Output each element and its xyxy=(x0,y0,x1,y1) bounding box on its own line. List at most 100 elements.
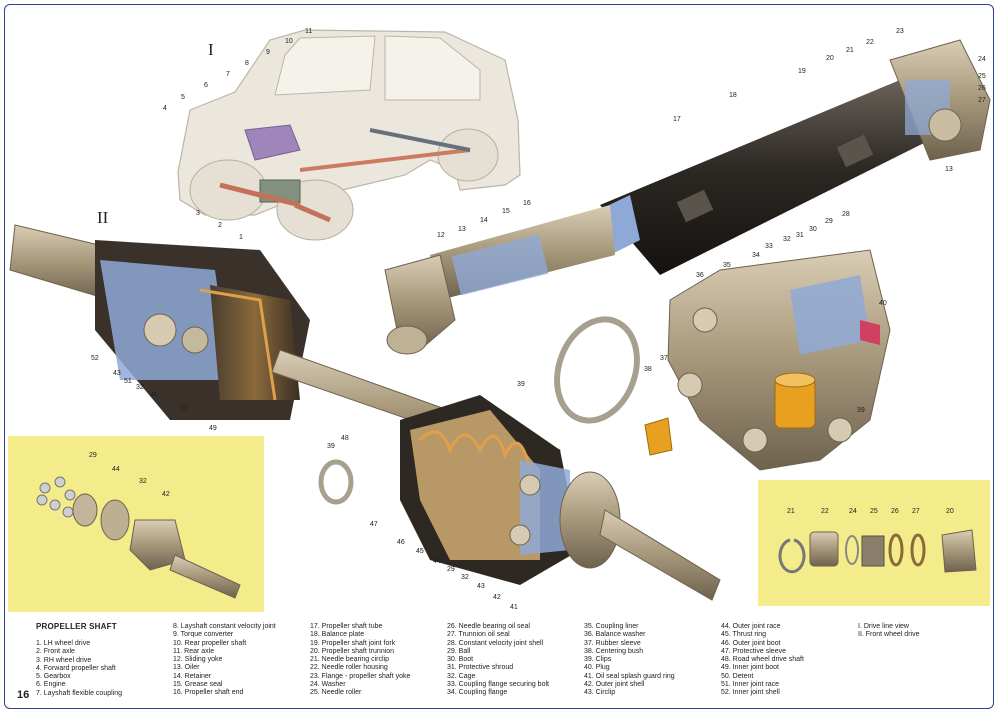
callout: 8 xyxy=(245,60,249,67)
legend-item: 50. Detent xyxy=(721,672,754,680)
legend-item: 4. Forward propeller shaft xyxy=(36,664,116,672)
callout: 39 xyxy=(327,443,335,450)
page-number: 16 xyxy=(17,689,30,701)
callout: 29 xyxy=(447,566,455,573)
legend-item: 9. Torque converter xyxy=(173,631,234,639)
callout: 19 xyxy=(798,68,806,75)
callout: 35 xyxy=(723,262,731,269)
callout: 29 xyxy=(825,218,833,225)
legend-column-6: 44. Outer joint race 45. Thrust ring 46.… xyxy=(721,623,804,698)
legend-item: 27. Trunnion oil seal xyxy=(447,631,510,639)
legend-item: 11. Rear axle xyxy=(173,647,215,655)
left-inset-parts xyxy=(36,476,241,599)
legend-item: 45. Thrust ring xyxy=(721,631,767,639)
legend-item: 5. Gearbox xyxy=(36,673,71,681)
callout: 20 xyxy=(826,55,834,62)
callout: 34 xyxy=(752,252,760,259)
car-drive-line-view xyxy=(177,29,521,241)
legend-item: 21. Needle bearing circlip xyxy=(310,656,389,664)
callout: 25 xyxy=(978,73,986,80)
propeller-shaft-assembly xyxy=(384,39,991,355)
callout: 40 xyxy=(879,300,887,307)
legend-item: 44. Outer joint race xyxy=(721,623,781,630)
legend-item: 39. Clips xyxy=(584,656,612,664)
legend-item: 18. Balance plate xyxy=(310,631,365,639)
callout: 4 xyxy=(163,105,167,112)
legend-item: 47. Protective sleeve xyxy=(721,647,786,655)
legend-item: 12. Sliding yoke xyxy=(173,656,223,664)
legend-item: 7. Layshaft flexible coupling xyxy=(36,689,122,697)
small-clip xyxy=(318,459,354,505)
legend-item: 20. Propeller shaft trunnion xyxy=(310,647,395,655)
legend-item: 43. Circlip xyxy=(584,689,616,697)
callout: 11 xyxy=(305,28,313,35)
callout: 32 xyxy=(139,478,147,485)
callout: 32 xyxy=(461,574,469,581)
legend-item: 46. Outer joint boot xyxy=(721,639,781,647)
callout: 39 xyxy=(857,407,865,414)
legend-item: 24. Washer xyxy=(310,681,346,689)
callout: 42 xyxy=(162,491,170,498)
legend-item: 36. Balance washer xyxy=(584,631,646,639)
callout: 22 xyxy=(866,39,874,46)
legend-item: 17. Propeller shaft tube xyxy=(310,623,383,630)
legend-item: 48. Road wheel drive shaft xyxy=(721,656,804,664)
legend-item: II. Front wheel drive xyxy=(858,631,920,639)
callout: 44 xyxy=(433,558,441,565)
callout: 27 xyxy=(978,97,986,104)
callout: 17 xyxy=(673,116,681,123)
callout: 46 xyxy=(397,539,405,546)
legend-item: I. Drive line view xyxy=(858,623,909,630)
callout: 43 xyxy=(113,370,121,377)
callout: 7 xyxy=(226,71,230,78)
legend-item: 6. Engine xyxy=(36,681,66,689)
legend-item: 16. Propeller shaft end xyxy=(173,689,244,697)
callout: 1 xyxy=(239,234,243,241)
callout: 31 xyxy=(796,232,804,239)
legend-item: 33. Coupling flange securing bolt xyxy=(447,681,549,689)
callout: 39 xyxy=(517,381,525,388)
callout: 15 xyxy=(502,208,510,215)
callout: 24 xyxy=(978,56,986,63)
legend-item: 42. Outer joint shell xyxy=(584,681,645,689)
legend-item: 13. Oiler xyxy=(173,664,200,672)
callout: 2 xyxy=(218,222,222,229)
legend-item: 22. Needle roller housing xyxy=(310,664,388,672)
callout: 45 xyxy=(150,392,158,399)
callout: 30 xyxy=(809,226,817,233)
legend-item: 30. Boot xyxy=(447,656,474,664)
legend-item: 19. Propeller shaft joint fork xyxy=(310,639,396,647)
callout: 12 xyxy=(437,232,445,239)
clip-ring xyxy=(554,316,640,424)
callout: 37 xyxy=(660,355,668,362)
legend-item: 3. RH wheel drive xyxy=(36,656,92,664)
callout: 32 xyxy=(136,384,144,391)
legend-column-3: 17. Propeller shaft tube 18. Balance pla… xyxy=(310,623,410,698)
legend-item: 26. Needle bearing oil seal xyxy=(447,623,530,630)
legend-item: 32. Cage xyxy=(447,672,476,680)
callout: 23 xyxy=(896,28,904,35)
legend-item: 35. Coupling liner xyxy=(584,623,639,630)
view-label-ii: II xyxy=(97,208,109,227)
legend-item: 2. Front axle xyxy=(36,648,75,656)
callout: 28 xyxy=(842,211,850,218)
callout: 26 xyxy=(978,85,986,92)
legend-item: 31. Protective shroud xyxy=(447,664,514,672)
legend-item: 37. Rubber sleeve xyxy=(584,639,641,647)
callout: 14 xyxy=(480,217,488,224)
callout: 36 xyxy=(696,272,704,279)
legend-item: 29. Ball xyxy=(447,647,471,655)
callout: 41 xyxy=(510,604,518,611)
legend-item: 25. Needle roller xyxy=(310,689,362,697)
legend-item: 23. Flange - propeller shaft yoke xyxy=(310,672,411,680)
legend-column-7: I. Drive line view II. Front wheel drive xyxy=(858,623,919,640)
callout: 42 xyxy=(493,594,501,601)
legend-item: 38. Centering bush xyxy=(584,647,644,655)
callout: 9 xyxy=(266,49,270,56)
callout: 18 xyxy=(729,92,737,99)
legend-item: 41. Oil seal splash guard ring xyxy=(584,672,675,680)
callout: 10 xyxy=(285,38,293,45)
callout: 49 xyxy=(209,425,217,432)
callout: 44 xyxy=(112,466,120,473)
